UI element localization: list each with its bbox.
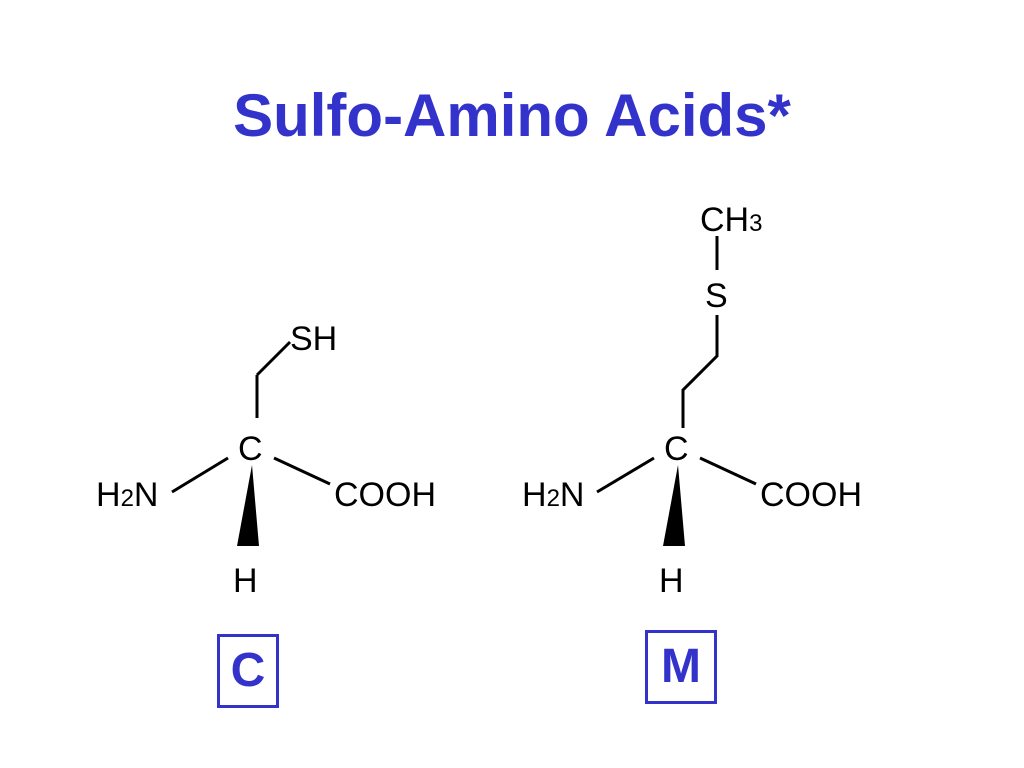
met-methyl-label: CH3 bbox=[700, 201, 762, 239]
met-bond-c-cooh bbox=[699, 456, 757, 486]
met-alpha-carbon-label: C bbox=[664, 430, 689, 468]
cys-alpha-carbon-label: C bbox=[238, 430, 263, 468]
cys-bond-ch2-sh bbox=[255, 340, 292, 377]
met-amine-n: N bbox=[560, 476, 585, 514]
met-methyl-subscript: 3 bbox=[749, 210, 762, 237]
met-bond-s-ch2-ch2-c bbox=[681, 315, 719, 428]
met-carboxyl-label: COOH bbox=[760, 476, 862, 514]
met-sulfur-label: S bbox=[705, 277, 728, 315]
cys-wedge-bond bbox=[237, 465, 259, 546]
cys-h-label: H bbox=[233, 562, 258, 600]
cys-bond-c-cooh bbox=[273, 456, 331, 486]
cys-bond-c-n bbox=[171, 456, 229, 494]
cysteine-structure: SH C H2N COOH H bbox=[96, 320, 436, 600]
cys-carboxyl-label: COOH bbox=[334, 476, 436, 514]
methionine-code-box: M bbox=[645, 630, 717, 704]
cys-amine-n: N bbox=[134, 476, 159, 514]
met-amine-subscript: 2 bbox=[547, 485, 560, 512]
met-methyl-ch: CH bbox=[700, 201, 749, 239]
cys-amine-label: H2N bbox=[96, 476, 158, 514]
met-wedge-bond bbox=[663, 465, 685, 546]
met-h-label: H bbox=[659, 562, 684, 600]
cys-sh-label: SH bbox=[290, 320, 337, 358]
met-amine-label: H2N bbox=[522, 476, 584, 514]
methionine-structure: CH3 S C H2N COOH H bbox=[522, 201, 862, 600]
met-amine-h: H bbox=[522, 476, 547, 514]
slide-title: Sulfo-Amino Acids* bbox=[233, 82, 791, 149]
cysteine-code-box: C bbox=[217, 634, 279, 708]
cys-amine-h: H bbox=[96, 476, 121, 514]
cys-amine-subscript: 2 bbox=[121, 485, 134, 512]
met-bond-c-n bbox=[596, 456, 655, 494]
